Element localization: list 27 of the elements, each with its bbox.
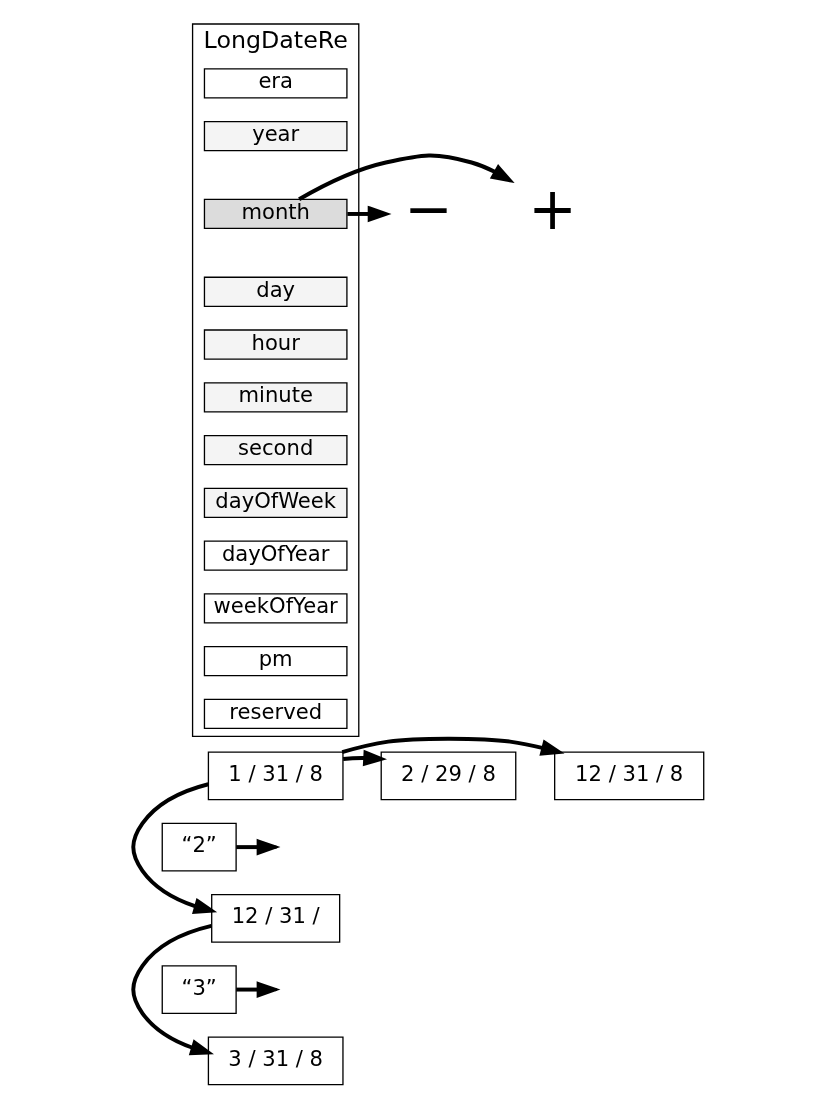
node-box: 1 / 31 / 8 (207, 751, 344, 801)
arrow (130, 924, 214, 1056)
node-box: year (203, 120, 348, 152)
node-box: 3 / 31 / 8 (207, 1036, 344, 1086)
node-box: “2” (161, 822, 237, 872)
node-box: era (203, 68, 348, 99)
node-box: “3” (161, 965, 237, 1014)
node-box: dayOfWeek (203, 487, 348, 518)
arrow (346, 205, 391, 223)
node-box: dayOfYear (203, 540, 348, 571)
arrow (342, 749, 387, 767)
node-box: 12 / 31 / 8 (553, 751, 704, 801)
node-box: reserved (203, 698, 348, 730)
node-box: 2 / 29 / 8 (380, 751, 516, 801)
node-box: minute (203, 382, 348, 413)
arrow (130, 782, 217, 914)
node-box: weekOfYear (203, 593, 348, 624)
arrow (341, 736, 564, 756)
node-text: + (527, 174, 577, 243)
node-box: day (203, 276, 348, 307)
node-box: month (203, 198, 348, 230)
node-box: hour (203, 329, 348, 360)
node-box: second (203, 434, 348, 466)
node-box: pm (203, 645, 348, 677)
node-box: 12 / 31 / (210, 893, 340, 943)
arrow (297, 153, 515, 202)
node-text: − (403, 174, 453, 243)
